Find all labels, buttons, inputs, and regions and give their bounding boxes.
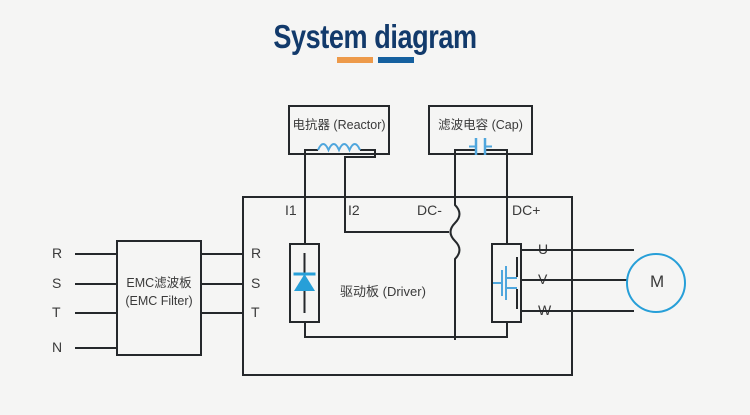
igbt-transistor-icon	[493, 257, 518, 309]
motor-wire-w	[522, 310, 634, 312]
dc-link-squiggle-icon	[449, 195, 461, 340]
reactor-lead-right-jog	[344, 156, 376, 158]
emc-filter-label-en: (EMC Filter)	[125, 294, 193, 308]
motor-wire-v	[522, 279, 628, 281]
driver-bus-label-i2: I2	[348, 202, 360, 218]
page-title: System diagram	[0, 18, 750, 56]
input-label-n: N	[52, 339, 63, 355]
emc-filter-box: EMC滤波板 (EMC Filter)	[116, 240, 202, 356]
reactor-lead-right	[374, 149, 376, 157]
motor-symbol	[626, 253, 686, 313]
driver-pin-r: R	[251, 245, 262, 261]
emc-output-wire-r	[200, 253, 244, 255]
input-wire-s	[75, 283, 118, 285]
diode-rectifier-icon	[293, 253, 316, 313]
capacitor-lead-right	[506, 149, 508, 197]
emc-output-wire-s	[200, 283, 244, 285]
input-wire-t	[75, 312, 118, 314]
driver-bus-label-dcplus: DC+	[512, 202, 541, 218]
reactor-label: 电抗器 (Reactor)	[292, 118, 386, 132]
dc-negative-rail	[304, 336, 455, 338]
driver-label: 驱动板 (Driver)	[340, 284, 426, 299]
driver-bus-label-i1: I1	[285, 202, 297, 218]
input-label-s: S	[52, 275, 62, 291]
underline-bar-blue	[377, 57, 414, 63]
input-label-r: R	[52, 245, 63, 261]
capacitor-box: 滤波电容 (Cap)	[428, 105, 533, 155]
dcplus-drop	[506, 197, 508, 243]
i2-drop	[344, 197, 346, 232]
rectifier-bottom-lead	[304, 322, 306, 337]
emc-filter-label-cn: EMC滤波板	[126, 276, 192, 290]
reactor-box: 电抗器 (Reactor)	[288, 105, 390, 155]
page-title-text: System diagram	[273, 18, 477, 55]
igbt-bottom-rail	[454, 336, 508, 338]
motor-label: M	[650, 272, 665, 291]
i2-horizontal-bus	[344, 231, 449, 233]
reactor-lead-right-drop	[344, 156, 346, 197]
capacitor-label: 滤波电容 (Cap)	[438, 118, 523, 132]
input-label-t: T	[52, 304, 61, 320]
igbt-bottom-lead	[506, 322, 508, 337]
motor-wire-u	[522, 249, 634, 251]
rectifier-top-lead	[304, 197, 306, 243]
driver-pin-s: S	[251, 275, 261, 291]
capacitor-lead-left	[454, 149, 456, 197]
emc-output-wire-t	[200, 312, 244, 314]
input-wire-r	[75, 253, 118, 255]
driver-bus-label-dcminus: DC-	[417, 202, 442, 218]
driver-pin-t: T	[251, 304, 260, 320]
reactor-lead-left	[304, 149, 306, 197]
inductor-coil-icon	[304, 143, 374, 153]
underline-bar-orange	[336, 57, 373, 63]
capacitor-icon	[454, 138, 507, 155]
input-wire-n	[75, 347, 118, 349]
title-underline-rules	[0, 57, 750, 63]
